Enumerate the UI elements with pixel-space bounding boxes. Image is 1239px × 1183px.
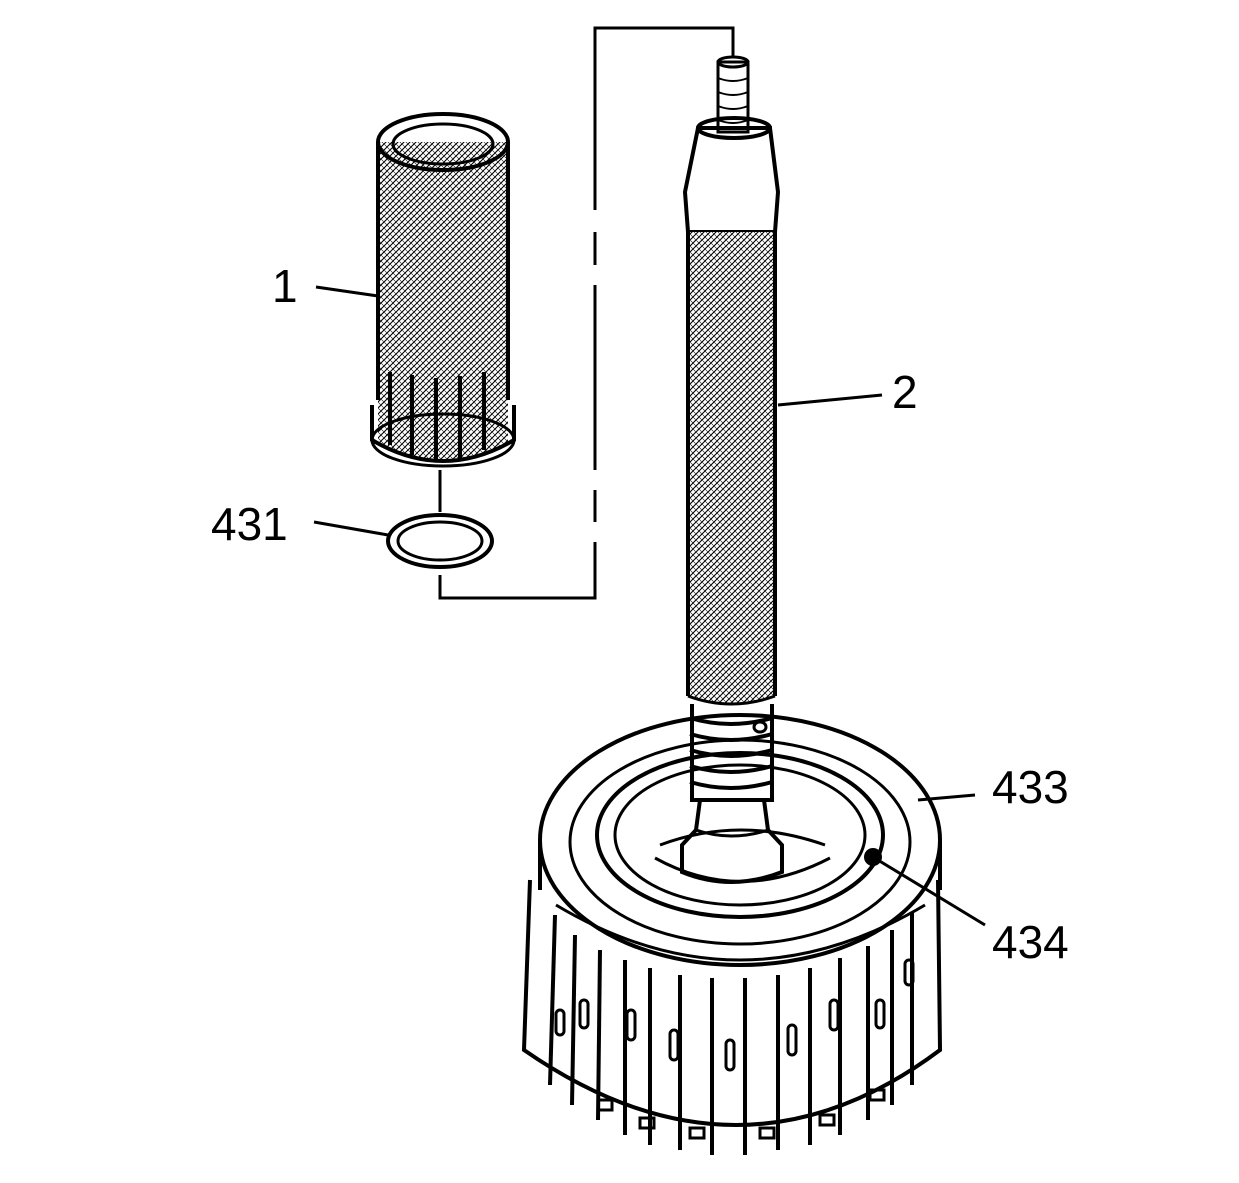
callout-434: 434	[992, 916, 1069, 968]
clutch-housing	[521, 713, 943, 1155]
installer-shaft	[680, 55, 784, 870]
leader-lines	[313, 285, 986, 927]
callout-433: 433	[992, 761, 1069, 813]
callout-431: 431	[211, 498, 288, 550]
seal-installer-sleeve	[370, 112, 516, 468]
assembly-path-line	[438, 26, 735, 600]
callout-1: 1	[272, 260, 298, 312]
callout-2: 2	[892, 366, 918, 418]
seal-ring	[386, 513, 494, 569]
